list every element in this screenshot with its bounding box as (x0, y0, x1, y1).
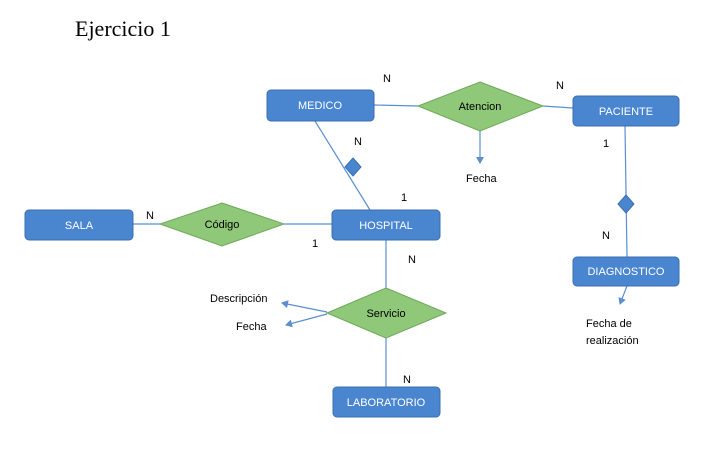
entity-medico-label: MEDICO (298, 100, 342, 112)
attr-diagnostico-fecha-line2: realización (586, 335, 639, 347)
card-laboratorio-servicio: N (403, 374, 411, 386)
line-medico-atencion (373, 104, 419, 107)
entity-hospital-label: HOSPITAL (359, 220, 413, 232)
entity-laboratorio[interactable]: LABORATORIO (332, 386, 441, 418)
relation-codigo[interactable]: Código (158, 202, 286, 247)
relation-servicio-label: Servicio (366, 308, 405, 320)
entity-diagnostico[interactable]: DIAGNOSTICO (572, 256, 680, 287)
attr-servicio-descripcion: Descripción (210, 293, 267, 305)
card-paciente-diagnostico: 1 (603, 138, 609, 150)
card-hospital-codigo: 1 (312, 238, 318, 250)
attr-servicio-fecha: Fecha (236, 321, 267, 333)
link-diamond-paciente-diagnostico (617, 194, 635, 214)
entity-diagnostico-label: DIAGNOSTICO (587, 266, 664, 278)
entity-laboratorio-label: LABORATORIO (347, 397, 426, 409)
entity-hospital[interactable]: HOSPITAL (331, 209, 441, 241)
relation-codigo-label: Código (205, 219, 240, 231)
line-atencion-paciente (542, 105, 574, 109)
arrow-servicio-descripcion (281, 300, 328, 313)
entity-sala-label: SALA (65, 220, 94, 232)
card-sala-codigo: N (146, 210, 154, 222)
card-diagnostico-paciente: N (602, 230, 610, 242)
attr-diagnostico-fecha-line1: Fecha de (586, 318, 632, 330)
entity-sala[interactable]: SALA (24, 209, 134, 241)
relation-servicio[interactable]: Servicio (325, 287, 448, 339)
card-medico-hospital: N (354, 136, 362, 148)
card-medico-atencion: N (383, 73, 391, 85)
arrow-servicio-fecha (285, 313, 328, 328)
entity-medico[interactable]: MEDICO (266, 89, 375, 122)
connectors (133, 104, 628, 387)
link-diamond-medico-hospital (344, 157, 362, 177)
arrow-diagnostico-fecha (618, 285, 628, 305)
card-paciente-atencion: N (556, 80, 564, 92)
line-medico-hospital (314, 120, 371, 211)
card-hospital-medico: 1 (401, 192, 407, 204)
page-title: Ejercicio 1 (75, 16, 171, 41)
entity-paciente-label: PACIENTE (599, 106, 653, 118)
relation-atencion-label: Atencion (459, 101, 502, 113)
attr-atencion-fecha: Fecha (466, 173, 497, 185)
line-paciente-diagnostico (624, 125, 628, 258)
entity-paciente[interactable]: PACIENTE (572, 95, 680, 127)
card-hospital-servicio: N (408, 254, 416, 266)
relation-atencion[interactable]: Atencion (416, 81, 545, 132)
